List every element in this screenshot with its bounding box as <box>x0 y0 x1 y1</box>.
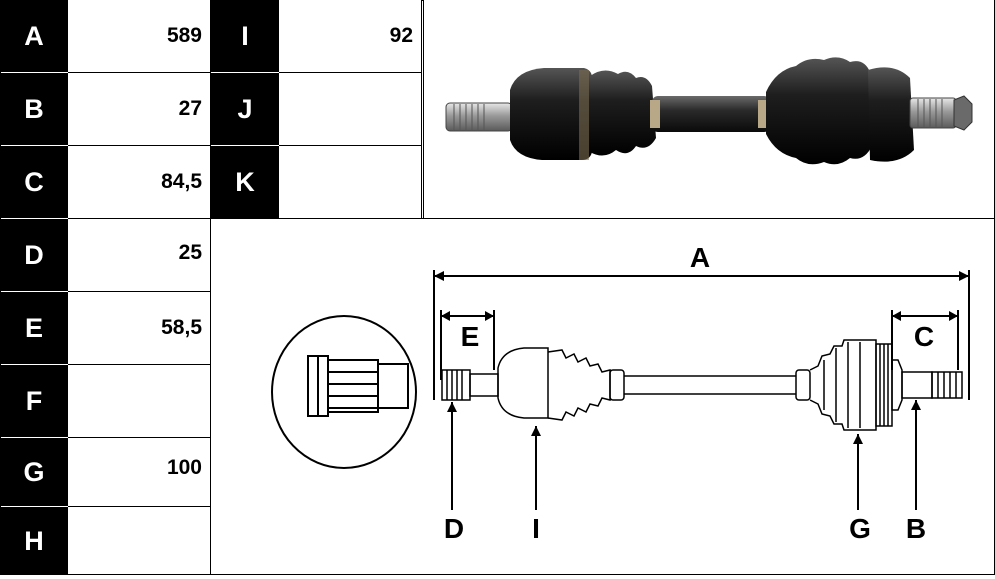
diagram-label-c: C <box>914 321 934 352</box>
grid-line <box>210 0 211 575</box>
spline-detail-magnifier <box>271 315 417 469</box>
row-letter-f: F <box>0 365 68 437</box>
diagram-label-a: A <box>690 242 710 273</box>
grid-line <box>68 437 210 438</box>
grid-line <box>279 72 421 73</box>
row-value-f <box>68 365 210 437</box>
row-value-c: 84,5 <box>68 146 210 218</box>
right-boot <box>766 57 872 165</box>
row-letter-e: E <box>0 292 68 364</box>
left-boot <box>590 70 656 156</box>
row-value-g: 100 <box>68 438 210 506</box>
diagram-label-e: E <box>461 321 480 352</box>
grid-line <box>68 364 210 365</box>
grid-line <box>423 0 424 219</box>
diagram-label-d: D <box>444 513 464 544</box>
row-letter-c: C <box>0 146 68 218</box>
row-letter-j: J <box>211 73 279 145</box>
row-letter-k: K <box>211 146 279 218</box>
row-letter-d: D <box>0 219 68 291</box>
grid-line <box>279 145 421 146</box>
row-letter-g: G <box>0 438 68 506</box>
grid-line <box>68 72 210 73</box>
row-letter-h: H <box>0 507 68 575</box>
row-letter-b: B <box>0 73 68 145</box>
hub-nut <box>953 95 973 131</box>
right-spline-stub <box>909 97 957 129</box>
row-value-h <box>68 507 210 574</box>
row-value-a: 589 <box>68 0 210 72</box>
shaft-rod <box>652 96 770 132</box>
grid-line <box>68 506 210 507</box>
row-value-b: 27 <box>68 73 210 145</box>
left-spline-stub <box>445 102 513 132</box>
grid-line <box>68 218 994 219</box>
technical-diagram-svg: A E C D I G B <box>271 242 970 544</box>
shaft-outline <box>441 339 963 431</box>
grid-line <box>421 0 422 219</box>
row-letter-a: A <box>0 0 68 72</box>
left-joint-housing <box>510 68 592 160</box>
row-value-i: 92 <box>279 0 421 72</box>
row-value-e: 58,5 <box>68 292 210 364</box>
right-joint-housing <box>868 67 914 162</box>
grid-line <box>68 291 210 292</box>
drive-shaft-photo <box>424 0 994 218</box>
grid-line <box>68 145 210 146</box>
row-value-j <box>279 73 421 145</box>
row-value-d: 25 <box>68 219 210 291</box>
diagram-label-i: I <box>532 513 540 544</box>
diagram-label-g: G <box>849 513 871 544</box>
drive-shaft-photo-svg <box>445 57 973 165</box>
diagram-label-b: B <box>906 513 926 544</box>
row-value-k <box>279 146 421 218</box>
row-letter-i: I <box>211 0 279 72</box>
technical-diagram: A E C D I G B <box>212 220 994 574</box>
